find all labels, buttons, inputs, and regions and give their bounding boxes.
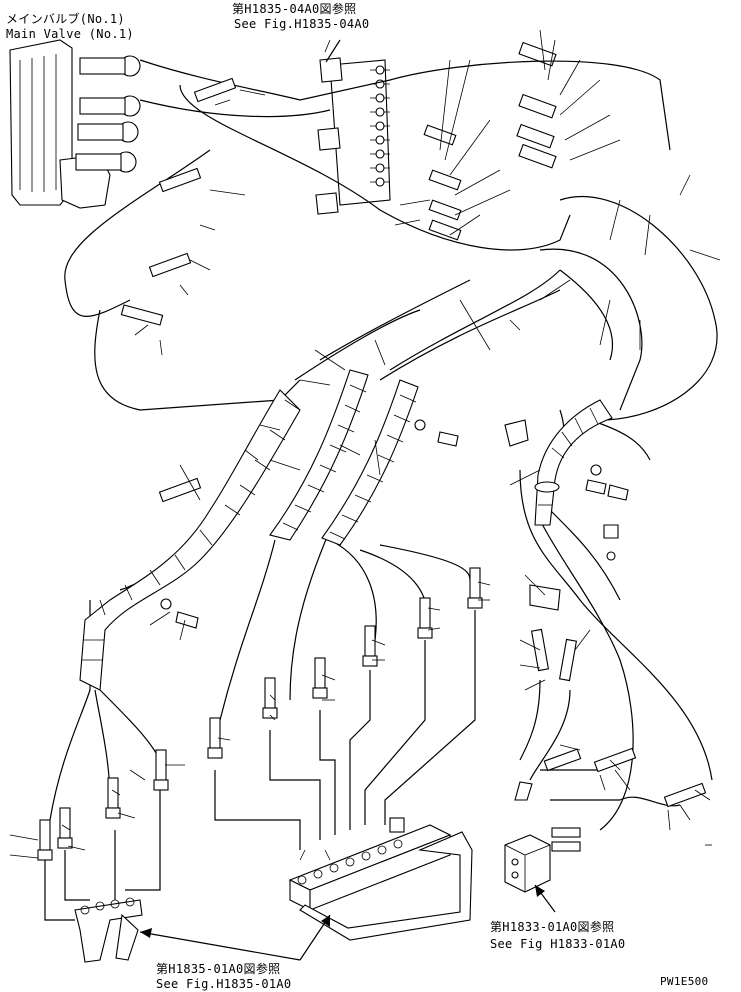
hose-end-fittings [37,77,707,861]
reference-arrows [139,39,556,961]
bottom-center-manifold-tray [288,817,473,941]
pilot-manifold-bracket [315,57,391,215]
top-right-hose-fittings [423,41,557,241]
drawing-code: PW1E500 [660,975,709,988]
right-valve-block [504,781,581,893]
reference-top-jp: 第H1835-04A0図参照 [232,2,357,16]
reference-right-jp: 第H1833-01A0図参照 [490,920,615,934]
bottom-left-bracket [74,897,143,963]
spiral-guard-left [79,389,301,691]
main-valve-label-jp: メインバルブ(No.1) [6,12,125,26]
callout-leader-lines [9,29,721,861]
spiral-guard-center-2 [321,379,419,546]
reference-bottom-en: See Fig.H1835-01A0 [156,977,292,991]
main-valve-label-en: Main Valve (No.1) [6,27,134,41]
reference-top-en: See Fig.H1835-04A0 [234,17,370,31]
spiral-guard-right [534,399,613,526]
reference-bottom-jp: 第H1835-01A0図参照 [156,962,281,976]
clamps-and-bolts [160,419,629,629]
main-valve-block [9,39,141,209]
spiral-guard-center-1 [269,369,369,541]
reference-right-en: See Fig H1833-01A0 [490,937,626,951]
